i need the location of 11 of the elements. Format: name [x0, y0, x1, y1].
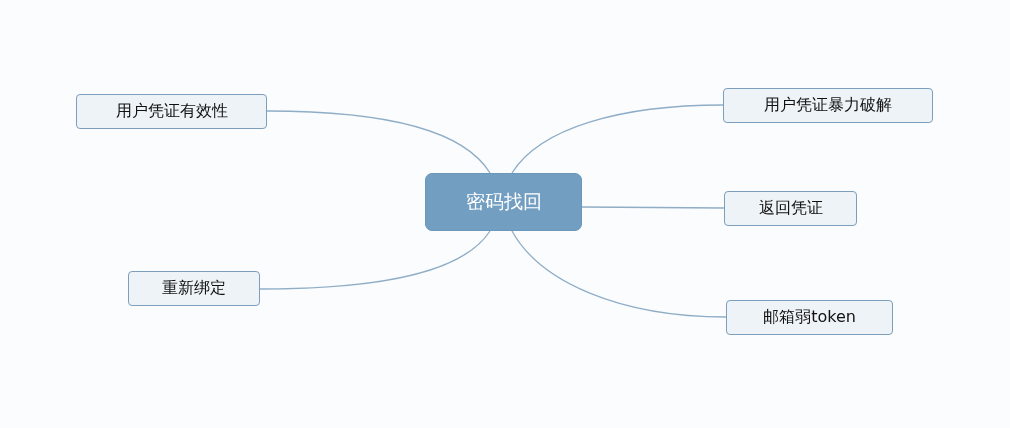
topic-box: 邮箱弱token: [726, 300, 893, 335]
topic-box: 用户凭证暴力破解: [723, 88, 933, 123]
branch-line: [511, 104, 724, 174]
branch-line: [266, 110, 491, 174]
central-topic-box: 密码找回: [425, 173, 582, 231]
branch-line: [511, 230, 727, 318]
topic-box: 重新绑定: [128, 271, 260, 306]
topic-box: 返回凭证: [724, 191, 857, 226]
topic-box: 用户凭证有效性: [76, 94, 267, 129]
branch-line: [581, 206, 725, 209]
branch-line: [259, 230, 491, 290]
